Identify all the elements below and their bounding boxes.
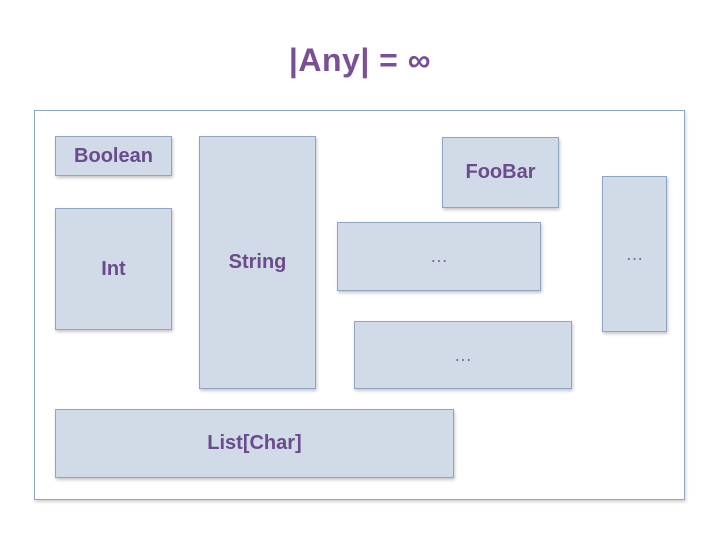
type-box-string: String: [199, 136, 316, 389]
type-box-foobar: FooBar: [442, 137, 559, 208]
type-box-boolean: Boolean: [55, 136, 172, 176]
set-cardinality-title: |Any| = ∞: [288, 42, 432, 78]
type-box-ellipsis-right: …: [602, 176, 667, 332]
type-box-ellipsis-middle: …: [337, 222, 541, 291]
type-box-ellipsis-lower: …: [354, 321, 572, 389]
type-box-int: Int: [55, 208, 172, 330]
type-box-list-char: List[Char]: [55, 409, 454, 478]
